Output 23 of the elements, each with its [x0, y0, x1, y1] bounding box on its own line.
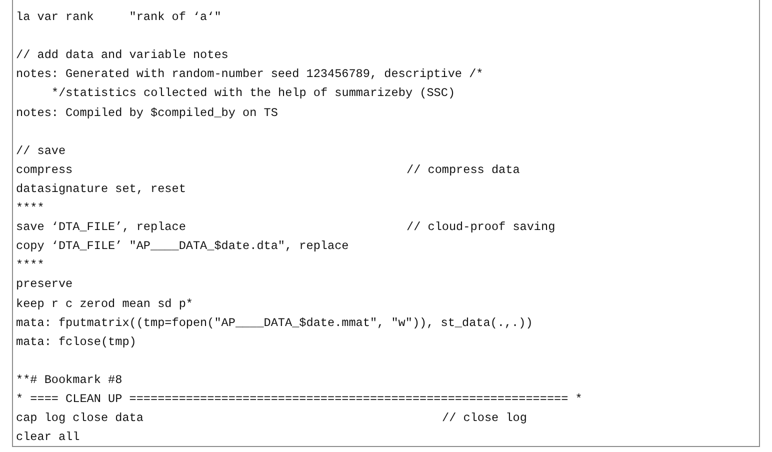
- code-line: mata: fputmatrix((tmp=fopen("AP____DATA_$date.mmat", "w")), st_data(.,.)): [16, 316, 533, 331]
- code-comment: * ==== CLEAN UP ============================================================== *: [16, 392, 582, 407]
- code-line: la var rank "rank of ‘a‘": [16, 10, 222, 25]
- code-line: compress: [16, 162, 73, 178]
- code-comment: // compress data: [406, 162, 520, 178]
- code-line: save ‘DTA_FILE’, replace: [16, 220, 186, 236]
- code-comment: // add data and variable notes: [16, 48, 228, 64]
- code-line: ****: [16, 201, 44, 216]
- code-line: */statistics collected with the help of summarizeby (SSC): [52, 86, 456, 102]
- code-comment: // cloud-proof saving: [406, 220, 556, 236]
- code-line: ****: [16, 258, 44, 274]
- code-comment: // save: [16, 144, 66, 159]
- code-line: mata: fclose(tmp): [16, 334, 136, 350]
- code-line: datasignature set, reset: [16, 182, 186, 197]
- code-comment: // close log: [442, 411, 527, 426]
- code-line: cap log close data: [16, 411, 144, 426]
- code-line: keep r c zerod mean sd p*: [16, 296, 193, 312]
- code-line: clear all: [16, 430, 80, 446]
- code-line: **# Bookmark #8: [16, 372, 122, 388]
- code-line: notes: Generated with random-number seed 123456789, descriptive /*: [16, 67, 484, 82]
- code-line: notes: Compiled by $compiled_by on TS: [16, 106, 278, 120]
- code-line: preserve: [16, 277, 73, 292]
- code-line: copy ‘DTA_FILE’ "AP____DATA_$date.dta", replace: [16, 239, 349, 254]
